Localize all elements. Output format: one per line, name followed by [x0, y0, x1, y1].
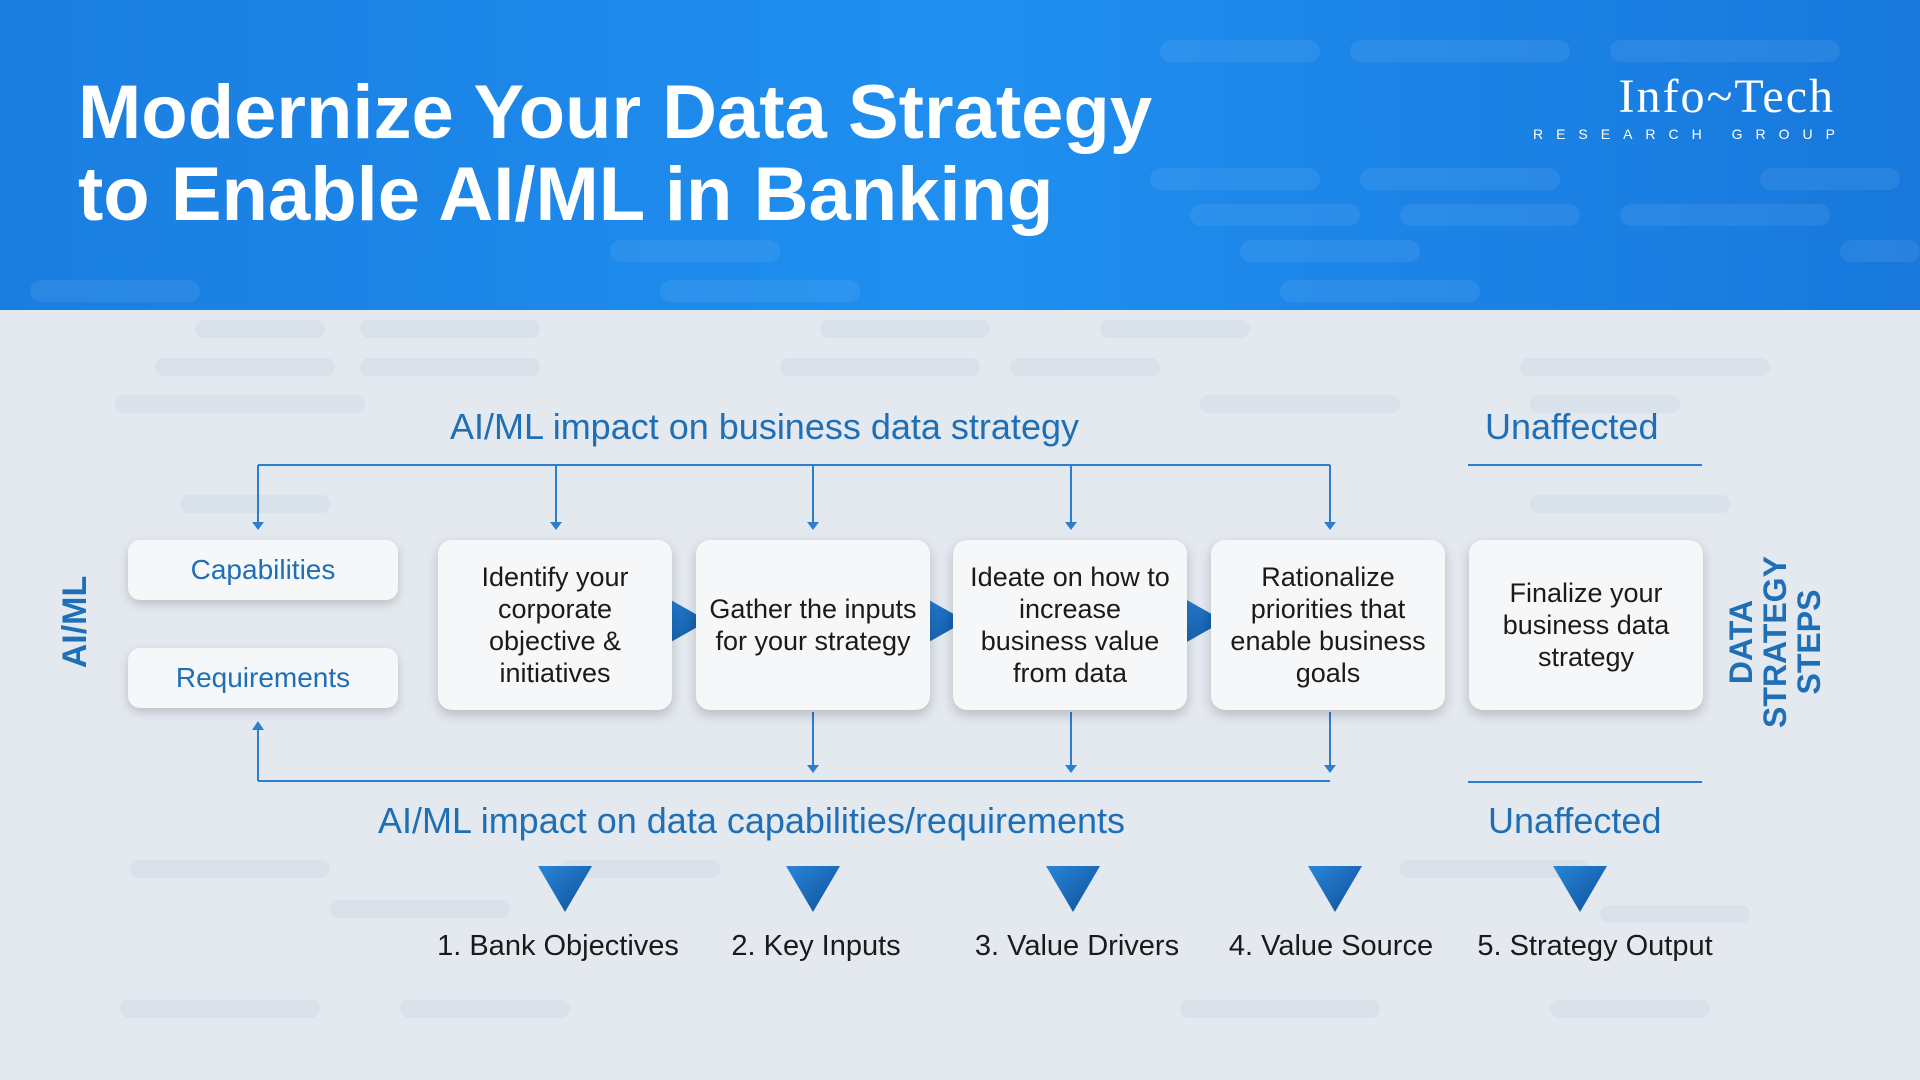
infotech-logo: Info~Tech RESEARCH GROUP: [1533, 70, 1835, 143]
bottom-impact-label: AI/ML impact on data capabilities/requir…: [378, 800, 1126, 841]
step-box-inputs: Gather the inputs for your strategy: [696, 540, 930, 710]
step-label-4: 4. Value Source: [1228, 930, 1434, 962]
arrowhead-bottom-box2: [807, 765, 819, 773]
requirements-pill: Requirements: [128, 648, 398, 708]
top-impact-label: AI/ML impact on business data strategy: [450, 406, 1079, 447]
step-arrow-3: [1046, 866, 1100, 912]
flow-arrow-2: [920, 595, 966, 647]
step-box-output: Finalize your business data strategy: [1469, 540, 1703, 710]
arrowhead-box2: [807, 522, 819, 530]
arrowhead-capabilities: [252, 522, 264, 530]
unaffected-top-label: Unaffected: [1485, 406, 1659, 447]
arrowhead-requirements: [252, 721, 264, 730]
step-arrow-5: [1553, 866, 1607, 912]
step-box-value-source: Rationalize priorities that enable busin…: [1211, 540, 1445, 710]
step-label-3: 3. Value Drivers: [974, 930, 1180, 962]
side-label-line-2: STRATEGY: [1757, 556, 1793, 728]
step-label-2: 2. Key Inputs: [731, 930, 901, 962]
side-label-line-3: STEPS: [1791, 589, 1827, 695]
arrowhead-box3: [1065, 522, 1077, 530]
step-label-5: 5. Strategy Output: [1477, 930, 1713, 962]
step-arrow-2: [786, 866, 840, 912]
step-box-value-drivers: Ideate on how to increase business value…: [953, 540, 1187, 710]
arrowhead-box4: [1324, 522, 1336, 530]
header-banner: Modernize Your Data Strategy to Enable A…: [0, 0, 1920, 310]
data-strategy-steps-label: DATA STRATEGY STEPS: [1723, 547, 1827, 737]
flow-arrow-3: [1178, 595, 1224, 647]
step-label-1: 1. Bank Objectives: [437, 930, 679, 962]
ai-ml-side-label: AI/ML: [56, 575, 94, 669]
flow-arrow-1: [662, 595, 708, 647]
logo-main-text: Info~Tech: [1618, 70, 1835, 123]
title-line-2: to Enable AI/ML in Banking: [78, 152, 1054, 237]
side-label-line-1: DATA: [1723, 599, 1759, 685]
logo-sub-text: RESEARCH GROUP: [1532, 126, 1848, 142]
arrowhead-box1: [550, 522, 562, 530]
arrowhead-bottom-box4: [1324, 765, 1336, 773]
page-title: Modernize Your Data Strategy to Enable A…: [78, 72, 1152, 236]
step-arrow-1: [538, 866, 592, 912]
step-arrow-4: [1308, 866, 1362, 912]
capabilities-pill: Capabilities: [128, 540, 398, 600]
unaffected-bottom-label: Unaffected: [1488, 800, 1662, 841]
arrowhead-bottom-box3: [1065, 765, 1077, 773]
title-line-1: Modernize Your Data Strategy: [78, 70, 1153, 155]
step-box-objectives: Identify your corporate objective & init…: [438, 540, 672, 710]
